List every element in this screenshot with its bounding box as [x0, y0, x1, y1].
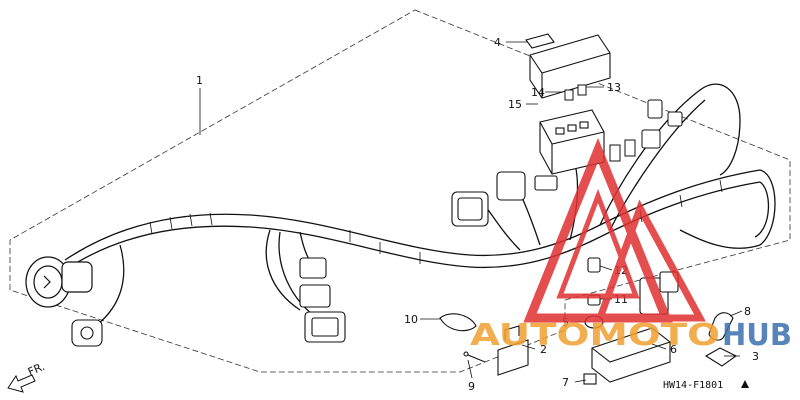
front-label: FR.: [26, 360, 47, 379]
watermark-text-right: HUB: [722, 318, 792, 353]
fuse-box-cover: [525, 33, 611, 99]
watermark: AUTOMOTO HUB: [470, 138, 792, 353]
part-label-1: 1: [196, 74, 203, 87]
part-label-6: 6: [670, 343, 677, 356]
upper-connectors: [451, 171, 558, 227]
fuses: [564, 84, 587, 101]
right-connectors: [609, 99, 683, 162]
diagram-code: HW14-F1801: [663, 380, 723, 391]
watermark-text-left: AUTOMOTO: [470, 318, 720, 353]
part-label-2: 2: [540, 343, 547, 356]
part-label-14: 14: [531, 86, 545, 99]
terminal-and-nut: [704, 312, 738, 367]
diagram-code-group: HW14-F1801: [663, 380, 749, 391]
middle-connectors: [299, 257, 346, 343]
module-housing: [583, 327, 671, 385]
part-label-7: 7: [562, 376, 569, 389]
part-label-3: 3: [752, 350, 759, 363]
clips: [439, 313, 529, 376]
part-label-10: 10: [404, 313, 418, 326]
code-triangle-icon: [741, 380, 749, 388]
harness-ribs: [149, 179, 723, 264]
round-connector: [25, 256, 93, 308]
part-label-4: 4: [494, 36, 501, 49]
small-connector-left: [71, 319, 103, 347]
part-label-13: 13: [607, 81, 621, 94]
part-label-15: 15: [508, 98, 522, 111]
front-arrow: FR.: [7, 360, 47, 393]
part-label-9: 9: [468, 380, 475, 393]
part-label-8: 8: [744, 305, 751, 318]
